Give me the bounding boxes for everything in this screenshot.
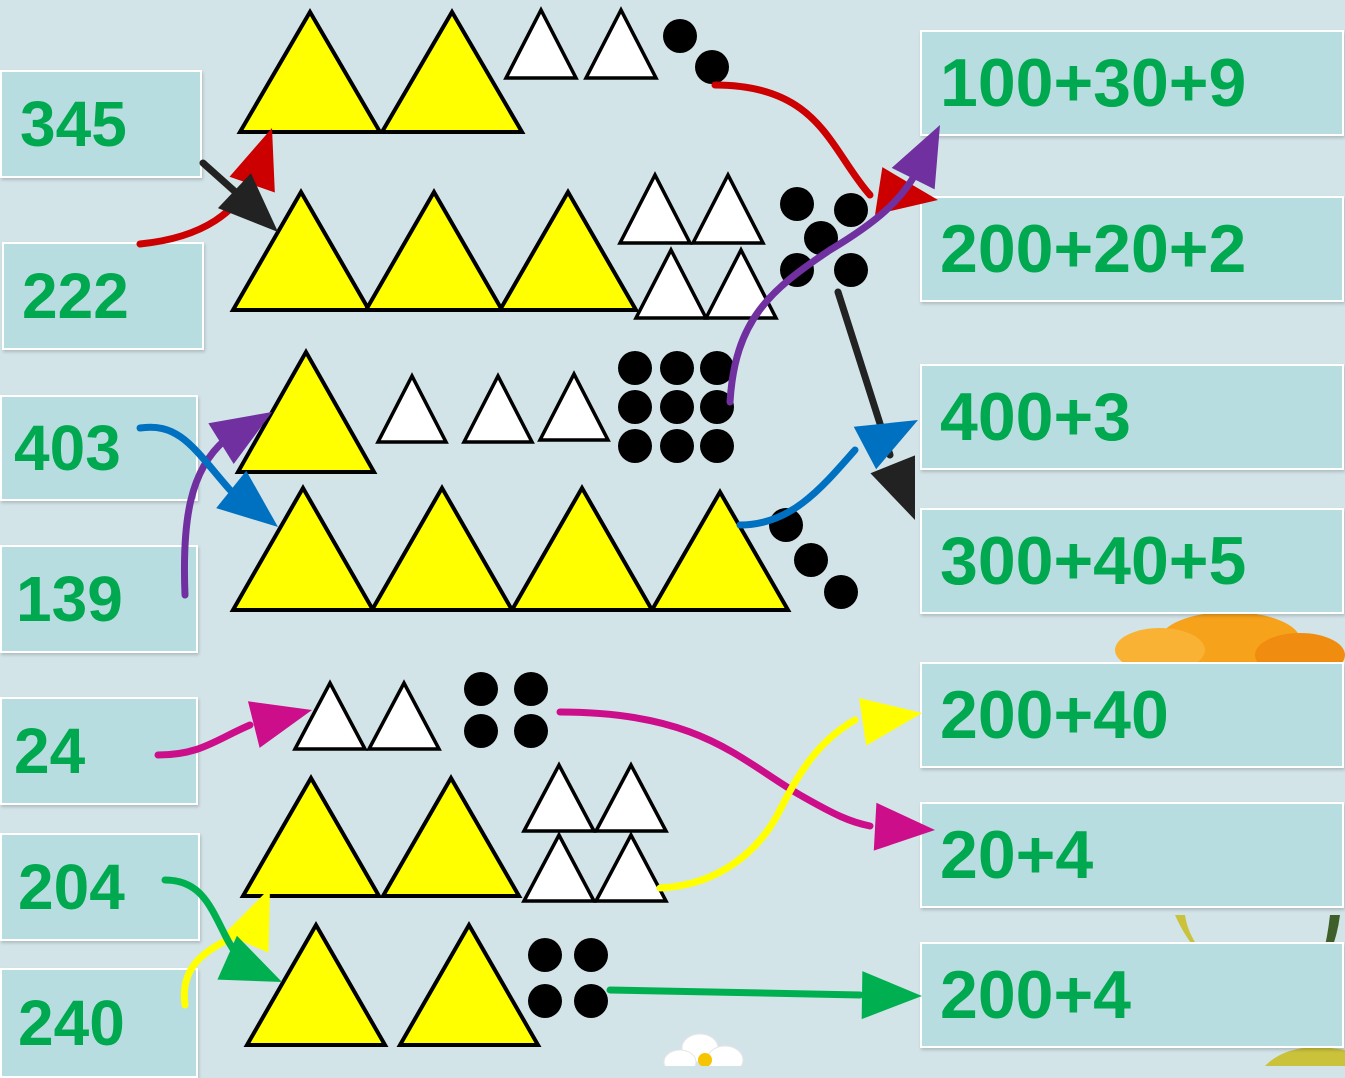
white-triangle-icon xyxy=(521,761,597,833)
black-dot-icon xyxy=(514,672,548,706)
yellow-triangle-icon xyxy=(234,347,378,474)
black-dot-icon xyxy=(660,351,694,385)
black-dot-icon xyxy=(528,984,562,1018)
white-triangle-icon xyxy=(521,831,597,903)
expansion-label: 100+30+9 xyxy=(940,45,1247,121)
yellow-triangle-icon xyxy=(368,483,516,612)
black-dot-icon xyxy=(618,390,652,424)
yellow-triangle-icon xyxy=(648,487,792,612)
number-label: 139 xyxy=(16,563,123,635)
black-dot-icon xyxy=(618,429,652,463)
expansion-label: 300+40+5 xyxy=(940,523,1247,599)
yellow-triangle-icon xyxy=(239,773,383,898)
number-label: 403 xyxy=(14,412,121,484)
arrow-magenta-to-20-4 xyxy=(556,708,935,851)
yellow-triangle-icon xyxy=(229,187,373,312)
black-dot-icon xyxy=(700,390,734,424)
expansion-card-20-4[interactable]: 20+4 xyxy=(920,802,1344,908)
yellow-triangle-icon xyxy=(379,773,523,898)
expansion-label: 200+20+2 xyxy=(940,211,1247,287)
number-label: 24 xyxy=(14,715,86,787)
arrow-black-to-300-40-5 xyxy=(834,288,915,520)
number-card-139[interactable]: 139 xyxy=(0,545,198,653)
expansion-label: 20+4 xyxy=(940,817,1094,893)
expansion-card-200-4[interactable]: 200+4 xyxy=(920,942,1344,1048)
daisy-icon xyxy=(663,1033,744,1066)
black-dot-icon xyxy=(700,351,734,385)
arrow-yellow-240 xyxy=(180,888,270,1009)
black-dot-icon xyxy=(528,938,562,972)
arrow-green-204 xyxy=(161,876,282,982)
yellow-triangle-icon xyxy=(396,920,542,1047)
number-card-222[interactable]: 222 xyxy=(2,242,204,350)
arrow-blue-to-400-3 xyxy=(736,420,918,529)
white-triangle-icon xyxy=(593,831,669,903)
black-dot-icon xyxy=(695,50,729,84)
expansion-label: 400+3 xyxy=(940,379,1131,455)
yellow-triangle-icon xyxy=(496,187,640,312)
black-dot-icon xyxy=(618,351,652,385)
yellow-triangle-icon xyxy=(243,920,389,1047)
black-dot-icon xyxy=(780,187,814,221)
black-dot-icon xyxy=(464,714,498,748)
number-label: 204 xyxy=(18,851,125,923)
black-dot-icon xyxy=(464,672,498,706)
black-dot-icon xyxy=(700,429,734,463)
expansion-card-400-3[interactable]: 400+3 xyxy=(920,364,1344,470)
black-dot-icon xyxy=(794,543,828,577)
white-triangle-icon xyxy=(461,372,535,444)
white-triangle-icon xyxy=(292,679,368,751)
white-triangle-icon xyxy=(703,246,779,320)
arrow-purple-139 xyxy=(180,412,272,599)
white-triangle-icon xyxy=(583,6,659,80)
yellow-triangle-icon xyxy=(362,187,506,312)
yellow-triangle-icon xyxy=(378,8,526,134)
number-label: 345 xyxy=(20,88,127,160)
number-card-204[interactable]: 204 xyxy=(0,833,200,941)
expansion-label: 200+40 xyxy=(940,677,1169,753)
expansion-card-200-20-2[interactable]: 200+20+2 xyxy=(920,196,1344,302)
number-label: 240 xyxy=(18,987,125,1059)
white-triangle-icon xyxy=(690,171,766,245)
black-dot-icon xyxy=(663,19,697,53)
black-dot-icon xyxy=(824,575,858,609)
arrow-black-345 xyxy=(199,159,278,232)
black-dot-icon xyxy=(660,429,694,463)
expansion-label: 200+4 xyxy=(940,957,1131,1033)
number-label: 222 xyxy=(22,260,129,332)
arrow-green-to-200-4 xyxy=(606,971,922,1020)
arrow-yellow-to-200-40 xyxy=(656,698,922,892)
arrow-magenta-24 xyxy=(154,701,312,759)
white-triangle-icon xyxy=(633,246,709,320)
yellow-triangle-icon xyxy=(508,483,656,612)
number-card-345[interactable]: 345 xyxy=(0,70,202,178)
white-triangle-icon xyxy=(617,171,693,245)
expansion-card-300-40-5[interactable]: 300+40+5 xyxy=(920,508,1344,614)
black-dot-icon xyxy=(834,253,868,287)
black-dot-icon xyxy=(574,938,608,972)
arrow-purple-to-100-30-9 xyxy=(726,125,940,406)
arrow-blue-403 xyxy=(136,423,278,527)
number-card-403[interactable]: 403 xyxy=(0,395,198,501)
black-dot-icon xyxy=(514,714,548,748)
white-triangle-icon xyxy=(375,372,449,444)
number-card-240[interactable]: 240 xyxy=(0,968,198,1078)
white-triangle-icon xyxy=(366,679,442,751)
black-dot-icon xyxy=(834,193,868,227)
black-dot-icon xyxy=(660,390,694,424)
yellow-triangle-icon xyxy=(229,483,377,612)
white-triangle-icon xyxy=(537,370,611,442)
white-triangle-icon xyxy=(503,6,579,80)
yellow-triangle-icon xyxy=(236,8,384,134)
number-card-24[interactable]: 24 xyxy=(0,697,198,805)
white-triangle-icon xyxy=(593,761,669,833)
expansion-card-200-40[interactable]: 200+40 xyxy=(920,662,1344,768)
black-dot-icon xyxy=(574,984,608,1018)
expansion-card-100-30-9[interactable]: 100+30+9 xyxy=(920,30,1344,136)
